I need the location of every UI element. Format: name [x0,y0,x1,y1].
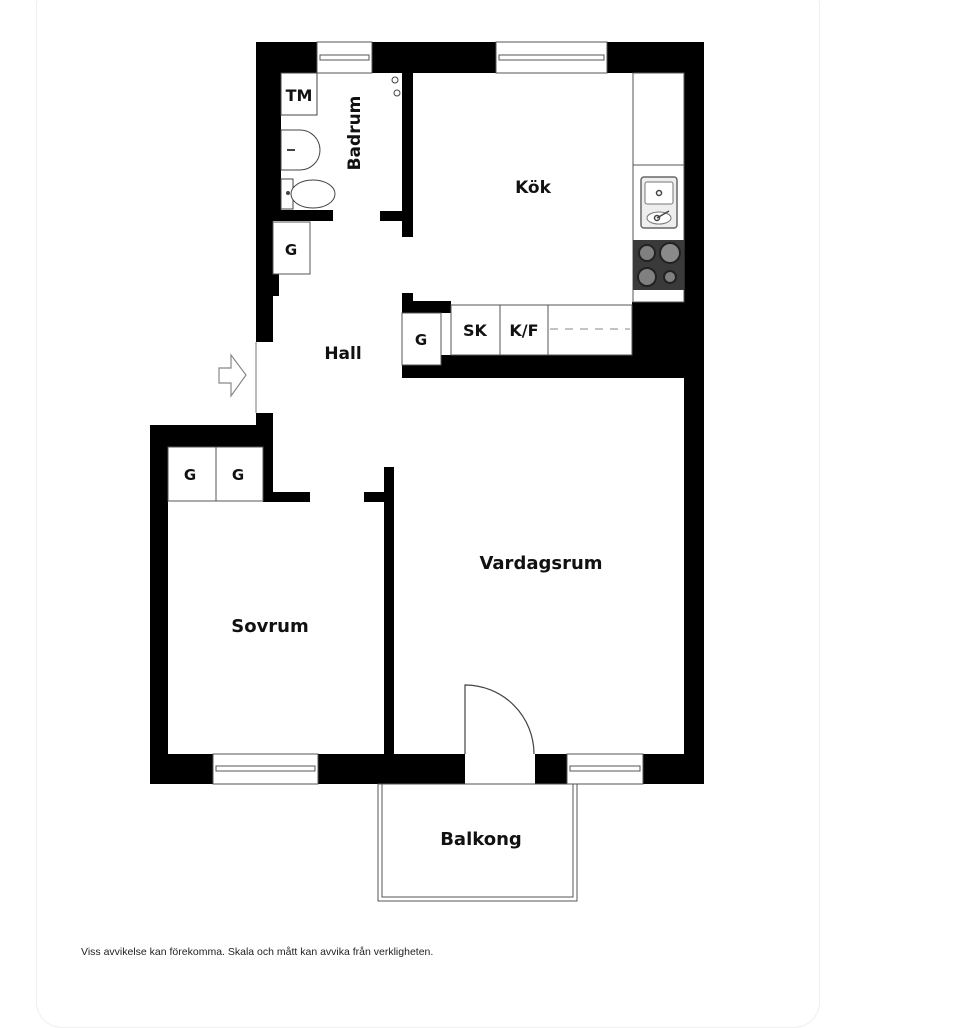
fixture-label-tm: TM [286,86,313,105]
fixture-label-skap: SK [463,321,488,340]
bathroom-fixtures [280,72,401,210]
kitchen-fixtures [450,72,685,356]
room-label-vardagsrum: Vardagsrum [479,553,602,574]
room-label-sovrum: Sovrum [231,616,309,637]
fixture-label-garderob: G [285,241,297,259]
disclaimer-text: Viss avvikelse kan förekomma. Skala och … [81,946,434,958]
room-label-badrum: Badrum [345,96,365,171]
balcony-door [464,684,535,785]
fixture-label-kyl-frys: K/F [509,321,538,340]
windows [212,41,644,785]
walls [150,42,704,784]
room-label-balkong: Balkong [440,829,522,850]
arrow-right-outline-icon [218,353,247,398]
balcony [377,783,578,902]
fixture-label-garderob: G [184,466,196,484]
stove-icon [633,240,684,290]
room-label-kok: Kök [515,178,552,198]
fixture-label-garderob: G [415,331,427,349]
kitchen-sink-icon [640,176,678,229]
room-label-hall: Hall [324,344,361,364]
wardrobes [167,221,442,502]
fixture-label-garderob: G [232,466,244,484]
